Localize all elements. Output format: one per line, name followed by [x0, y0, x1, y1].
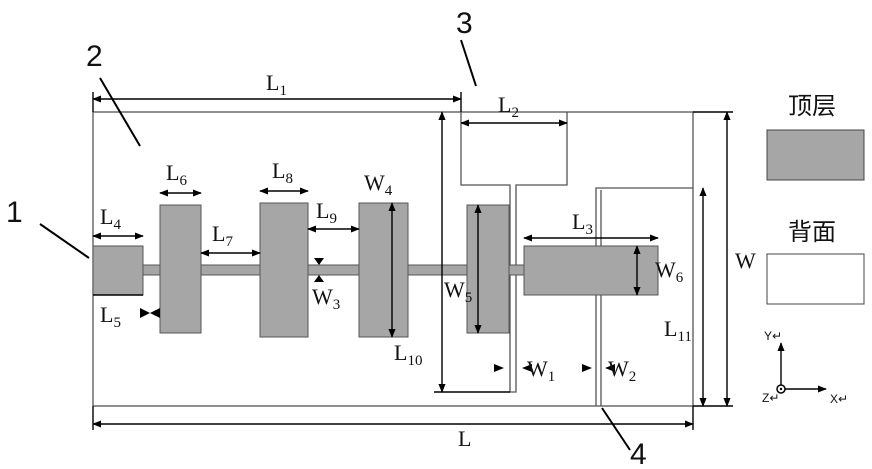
label-L9: L9: [316, 198, 337, 227]
label-L7: L7: [212, 221, 233, 250]
callout-2: 2: [86, 40, 103, 73]
line-segment: [308, 265, 359, 275]
label-L2: L2: [498, 92, 519, 121]
line-segment: [408, 265, 467, 275]
axis-y-label: Y↵: [764, 329, 782, 343]
label-W3: W3: [312, 284, 340, 313]
legend-back-label: 背面: [788, 218, 836, 246]
patch-1: [160, 205, 201, 333]
label-W6: W6: [655, 257, 684, 286]
label-L10: L10: [394, 340, 422, 369]
label-W4: W4: [364, 170, 393, 199]
label-L11: L11: [664, 316, 692, 345]
label-W1: W1: [527, 356, 555, 385]
callout-4: 4: [630, 438, 647, 469]
label-L4: L4: [100, 204, 121, 233]
line-segment: [143, 265, 160, 275]
label-L5: L5: [100, 302, 121, 331]
leader-lines: [40, 40, 630, 450]
patch-3: [359, 203, 408, 337]
axis-z-label: Z↵: [762, 391, 779, 405]
label-W2: W2: [608, 356, 636, 385]
patch-2: [260, 203, 308, 337]
legend: 顶层 背面: [767, 92, 864, 304]
port-left: [93, 246, 143, 295]
line-segment: [201, 265, 260, 275]
legend-top-label: 顶层: [788, 92, 836, 120]
label-L3: L3: [572, 209, 593, 238]
callout-3: 3: [456, 7, 473, 40]
legend-back-swatch: [767, 254, 864, 304]
line-segment: [509, 265, 524, 275]
label-L8: L8: [272, 158, 293, 187]
label-L1: L1: [266, 70, 287, 99]
label-W: W: [735, 248, 756, 273]
axis-x-label: X↵: [830, 392, 848, 406]
port-right: [524, 246, 658, 295]
patch-4: [467, 205, 509, 333]
callout-1: 1: [6, 196, 23, 229]
legend-top-swatch: [767, 130, 864, 180]
coordinate-axes: Y↵ X↵ Z↵: [762, 329, 848, 406]
label-L6: L6: [166, 160, 187, 189]
label-L: L: [458, 426, 471, 451]
